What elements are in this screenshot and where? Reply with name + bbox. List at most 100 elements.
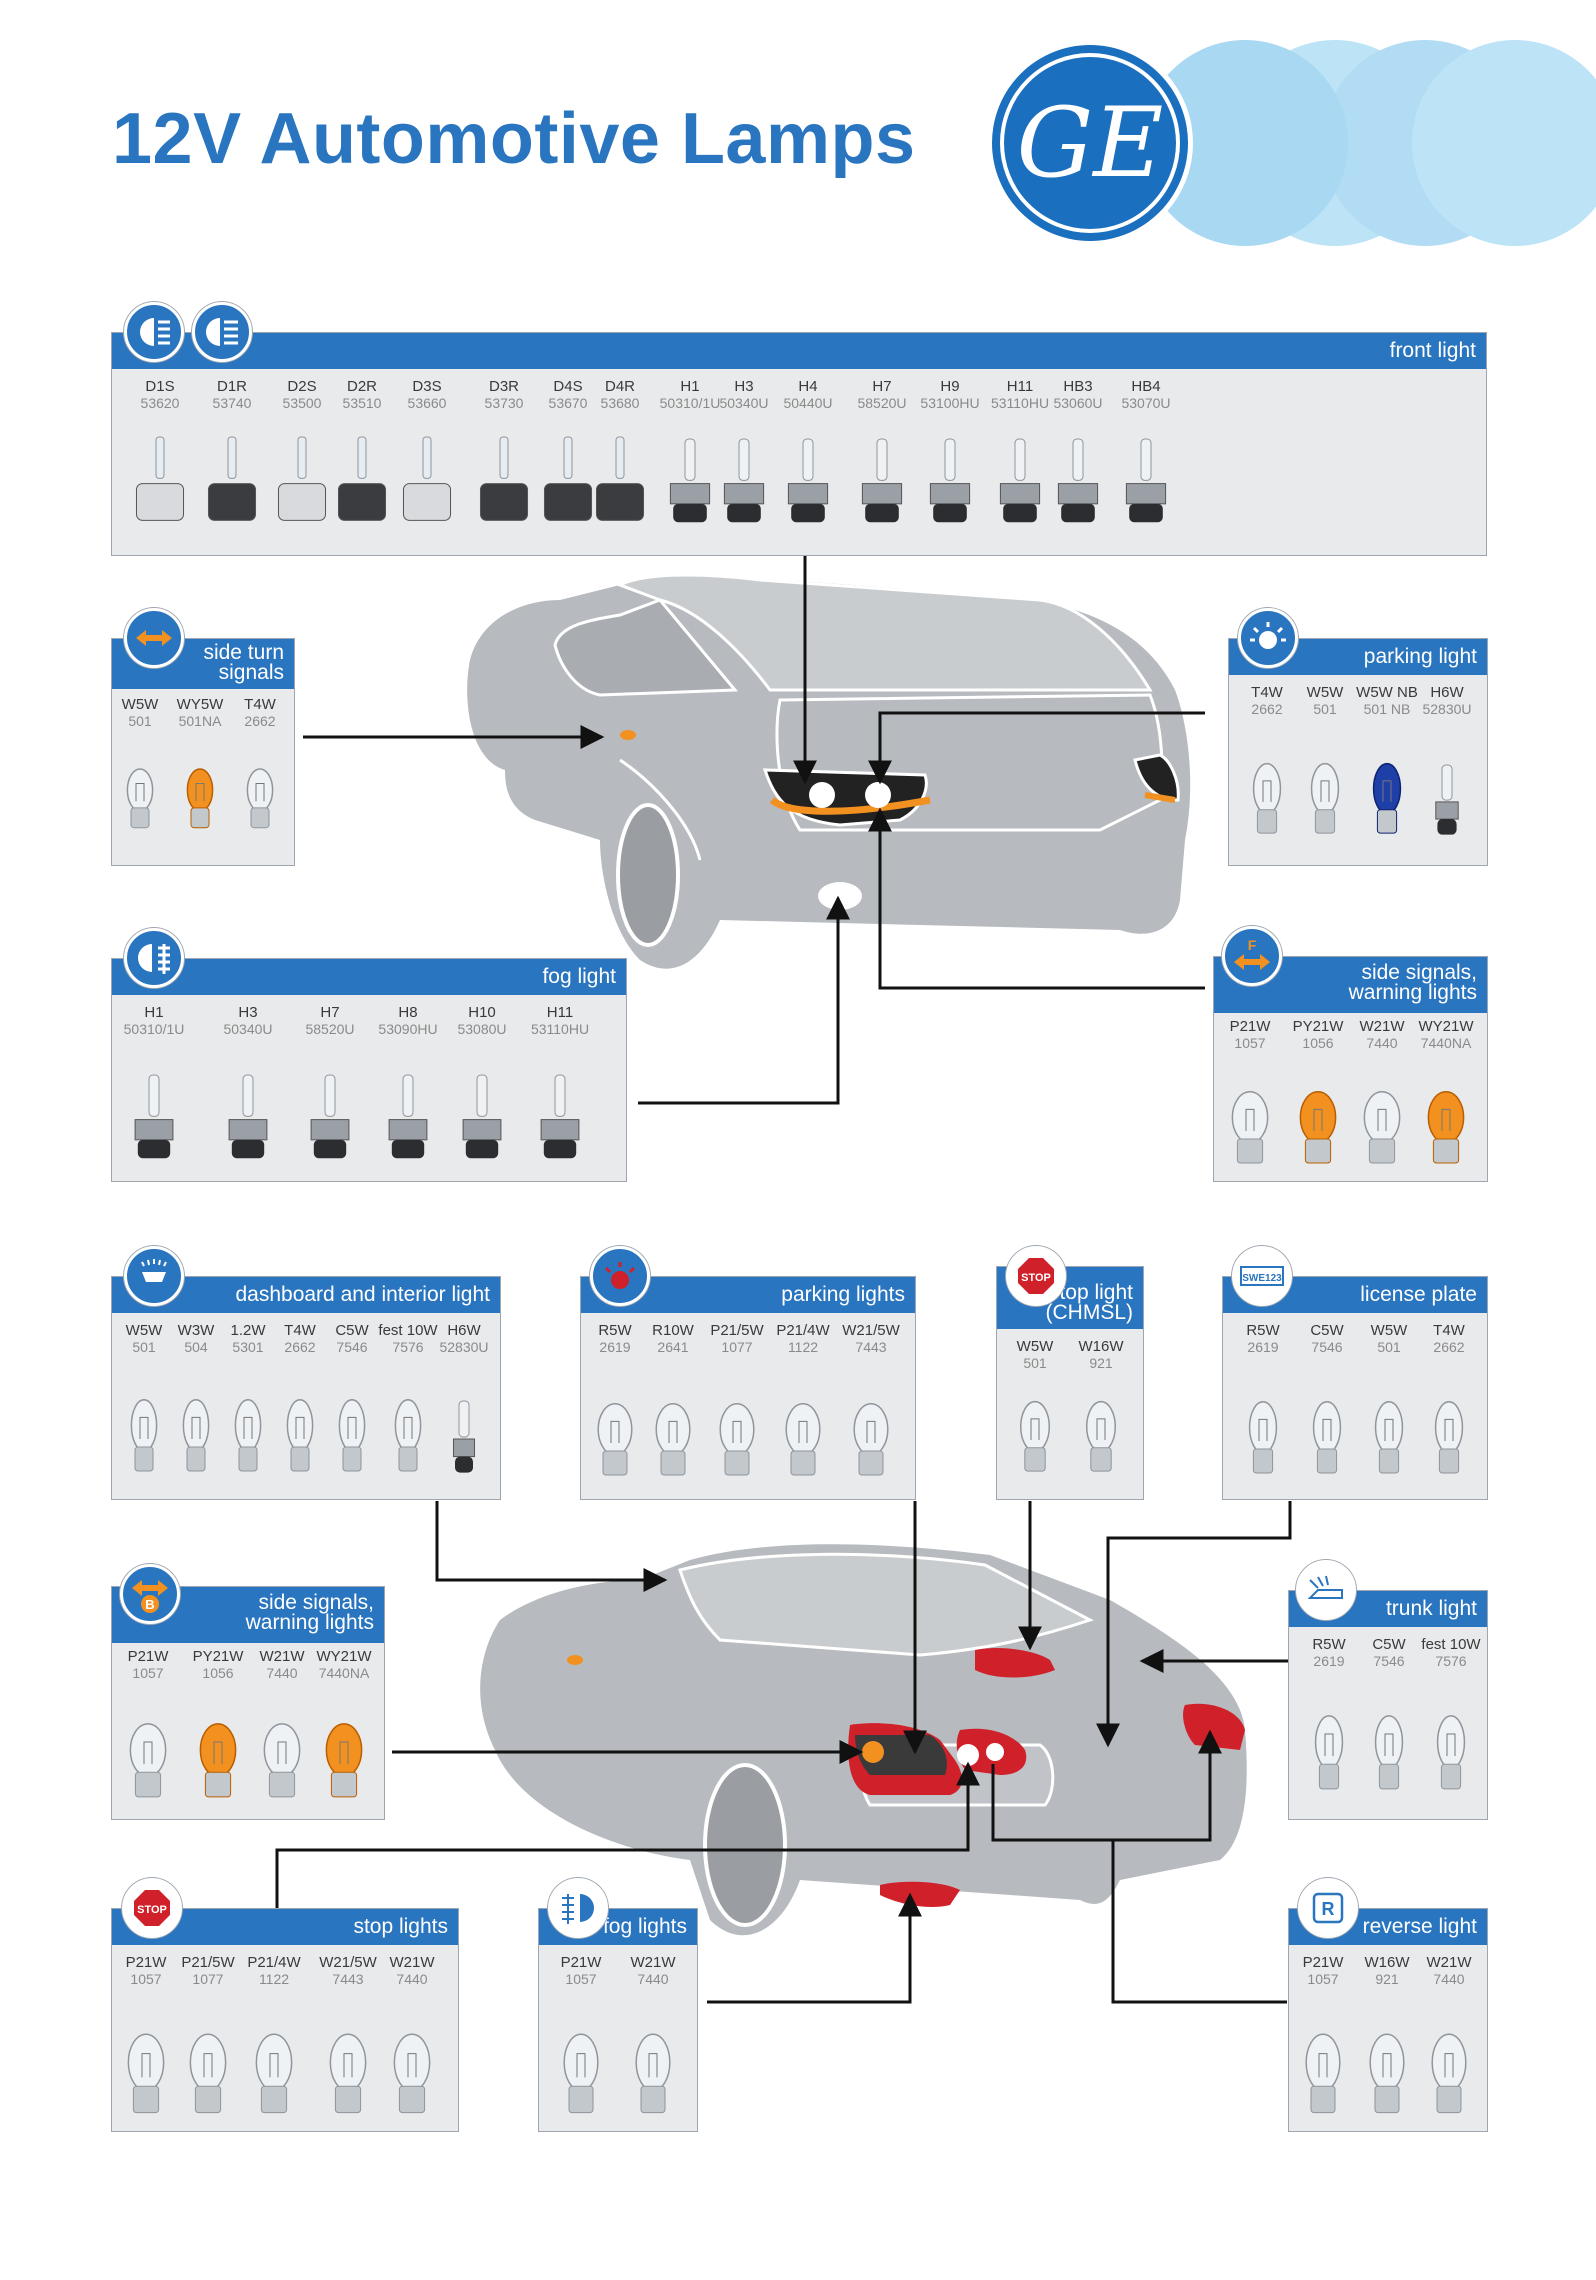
bulb-image [540, 433, 596, 530]
lamp-type: P21W [1302, 1954, 1344, 1971]
panel-title-line-1: stop light [1048, 1281, 1133, 1304]
lamp-code: 52830U [1422, 701, 1472, 717]
lamp-code: 921 [1375, 1971, 1399, 1987]
lamp-code: 7440NA [318, 1665, 370, 1681]
lamp-code: 7443 [332, 1971, 364, 1987]
lamp-code: 1056 [1302, 1035, 1334, 1051]
panel-title-line-2: warning lights [245, 1611, 374, 1634]
lamp-type: WY21W [1418, 1018, 1474, 1035]
bulb-image [592, 433, 648, 530]
lamp-type: W21W [1359, 1018, 1405, 1035]
panel-title: stop lights [353, 1915, 448, 1938]
bulb-image [399, 433, 455, 530]
bulb-image [476, 433, 532, 530]
lamp-type: D2S [287, 378, 317, 395]
bulb-image [245, 765, 275, 836]
lamp-code: 501 [132, 1339, 156, 1355]
hazard-rear-icon: B [120, 1564, 180, 1624]
lamp-code: 50310/1U [123, 1021, 185, 1037]
lamp-code: 2662 [244, 713, 276, 729]
lamp-type: R5W [598, 1322, 632, 1339]
panel-body [997, 1329, 1143, 1499]
panel-title: side signals,warning lights [1348, 961, 1477, 1004]
lamp-code: 2662 [1433, 1339, 1465, 1355]
lamp-type: C5W [335, 1322, 369, 1339]
panel-title-line-2: warning lights [1348, 981, 1477, 1004]
lamp-code: 53060U [1053, 395, 1103, 411]
lamp-type: P21/5W [710, 1322, 764, 1339]
bulb-image [1373, 1711, 1405, 1798]
rear-car [480, 1544, 1247, 1936]
panel-title-line-1: side signals, [1361, 961, 1477, 984]
lamp-type: T4W [1251, 684, 1283, 701]
lamp-type: H4 [798, 378, 818, 395]
headlight-icon [124, 302, 184, 362]
hazard-front-letter: F [1248, 937, 1257, 953]
trunk-light-icon [1296, 1560, 1356, 1620]
lamp-type: T4W [244, 696, 276, 713]
bulb-image [233, 1395, 263, 1480]
lamp-code: 53660 [407, 395, 447, 411]
bulb-image [393, 1395, 423, 1480]
panel-header-bar [112, 959, 626, 995]
lamp-type: H1 [680, 378, 700, 395]
bulb-image [274, 433, 330, 530]
lamp-code: 53680 [600, 395, 640, 411]
lamp-type: R5W [1246, 1322, 1280, 1339]
lamp-code: 53090HU [378, 1021, 438, 1037]
lamp-code: 53510 [342, 395, 382, 411]
panel-title: side signals,warning lights [245, 1591, 374, 1634]
lamp-type: H1 [144, 1004, 164, 1021]
bulb-image [127, 1719, 169, 1806]
lamp-type: W21/5W [842, 1322, 900, 1339]
bulb-image [533, 1069, 587, 1166]
lamp-type: W5W [121, 696, 159, 713]
lamp-code: 2641 [657, 1339, 689, 1355]
lamp-code: 7546 [1373, 1653, 1405, 1669]
panel-body [539, 1945, 697, 2131]
bulb-image [1247, 1397, 1279, 1482]
lamp-code: 2662 [1251, 701, 1283, 717]
lamp-type: 1.2W [230, 1322, 266, 1339]
lamp-type: R10W [652, 1322, 694, 1339]
lamp-type: W5W [1370, 1322, 1408, 1339]
lamp-type: H11 [1006, 378, 1034, 395]
stop-lights-text: STOP [137, 1904, 167, 1916]
lamp-type: WY21W [316, 1648, 372, 1665]
bulb-image [261, 1719, 303, 1806]
bulb-image [780, 433, 836, 530]
lamp-code: 1057 [1307, 1971, 1339, 1987]
lamp-type: D1R [216, 378, 247, 395]
page-title: 12V Automotive Lamps [112, 99, 916, 179]
bulb-image [323, 1719, 365, 1806]
panel-title-line-1: side signals, [258, 1591, 374, 1614]
lamp-code: 2619 [1313, 1653, 1345, 1669]
lamp-code: 7440 [1433, 1971, 1465, 1987]
bulb-image [783, 1399, 823, 1484]
lamp-type: PY21W [192, 1648, 244, 1665]
license-plate-icon: SWE123 [1232, 1246, 1292, 1306]
